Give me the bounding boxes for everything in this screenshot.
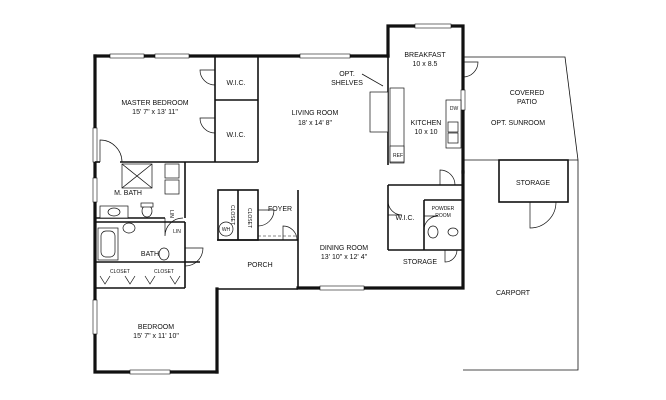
wic-mid-label: W.I.C. <box>226 132 245 139</box>
room-labels: BREAKFAST 10 x 8.5 OPT. SHELVES COVERED … <box>110 52 550 340</box>
powder-room-label-2: ROOM <box>435 213 451 219</box>
closet-v2-label: CLOSET <box>246 208 252 228</box>
windows <box>92 23 466 375</box>
powder-room-label: POWDER <box>432 206 455 212</box>
opt-shelves-label-2: SHELVES <box>331 80 363 87</box>
bedroom-dims: 15' 7" x 11' 10" <box>133 333 179 340</box>
dining-room-label: DINING ROOM <box>320 245 368 252</box>
kitchen-dims: 10 x 10 <box>415 129 438 136</box>
opt-shelves-label: OPT. <box>339 71 355 78</box>
opt-sunroom-label: OPT. SUNROOM <box>491 120 545 127</box>
closet-v1-label: CLOSET <box>229 205 235 225</box>
closet-a-label: CLOSET <box>110 269 130 275</box>
bath-label: BATH <box>141 251 159 258</box>
dw-label: DW <box>450 106 459 112</box>
covered-patio-label: COVERED <box>510 90 545 97</box>
covered-patio-label-2: PATIO <box>517 99 538 106</box>
storage-right-label: STORAGE <box>516 180 550 187</box>
closet-b-label: CLOSET <box>154 269 174 275</box>
living-room-dims: 18' x 14' 8" <box>298 120 332 127</box>
foyer-label: FOYER <box>268 206 292 213</box>
fixtures <box>97 73 462 261</box>
dining-room-dims: 13' 10" x 12' 4" <box>321 254 368 261</box>
wh-label: WH <box>222 227 231 233</box>
storage-outbuilding <box>498 159 569 229</box>
lin2-label: LIN <box>173 229 181 235</box>
m-bath-label: M. BATH <box>114 190 142 197</box>
carport-label: CARPORT <box>496 290 531 297</box>
living-room-label: LIVING ROOM <box>292 110 339 117</box>
exterior-walls <box>93 24 465 374</box>
ref-label: REF <box>393 153 403 159</box>
bedroom-label: BEDROOM <box>138 324 174 331</box>
doors <box>99 61 479 285</box>
lin1-label: LIN <box>168 210 174 218</box>
porch-label: PORCH <box>247 262 272 269</box>
breakfast-dims: 10 x 8.5 <box>413 61 438 68</box>
breakfast-label: BREAKFAST <box>404 52 446 59</box>
storage-mid-label: STORAGE <box>403 259 437 266</box>
wic-small-label: W.I.C. <box>395 215 414 222</box>
master-bedroom-dims: 15' 7" x 13' 11" <box>132 109 178 116</box>
master-bedroom-label: MASTER BEDROOM <box>121 100 188 107</box>
wic-top-label: W.I.C. <box>226 80 245 87</box>
kitchen-label: KITCHEN <box>411 120 442 127</box>
interior-walls <box>95 56 463 290</box>
